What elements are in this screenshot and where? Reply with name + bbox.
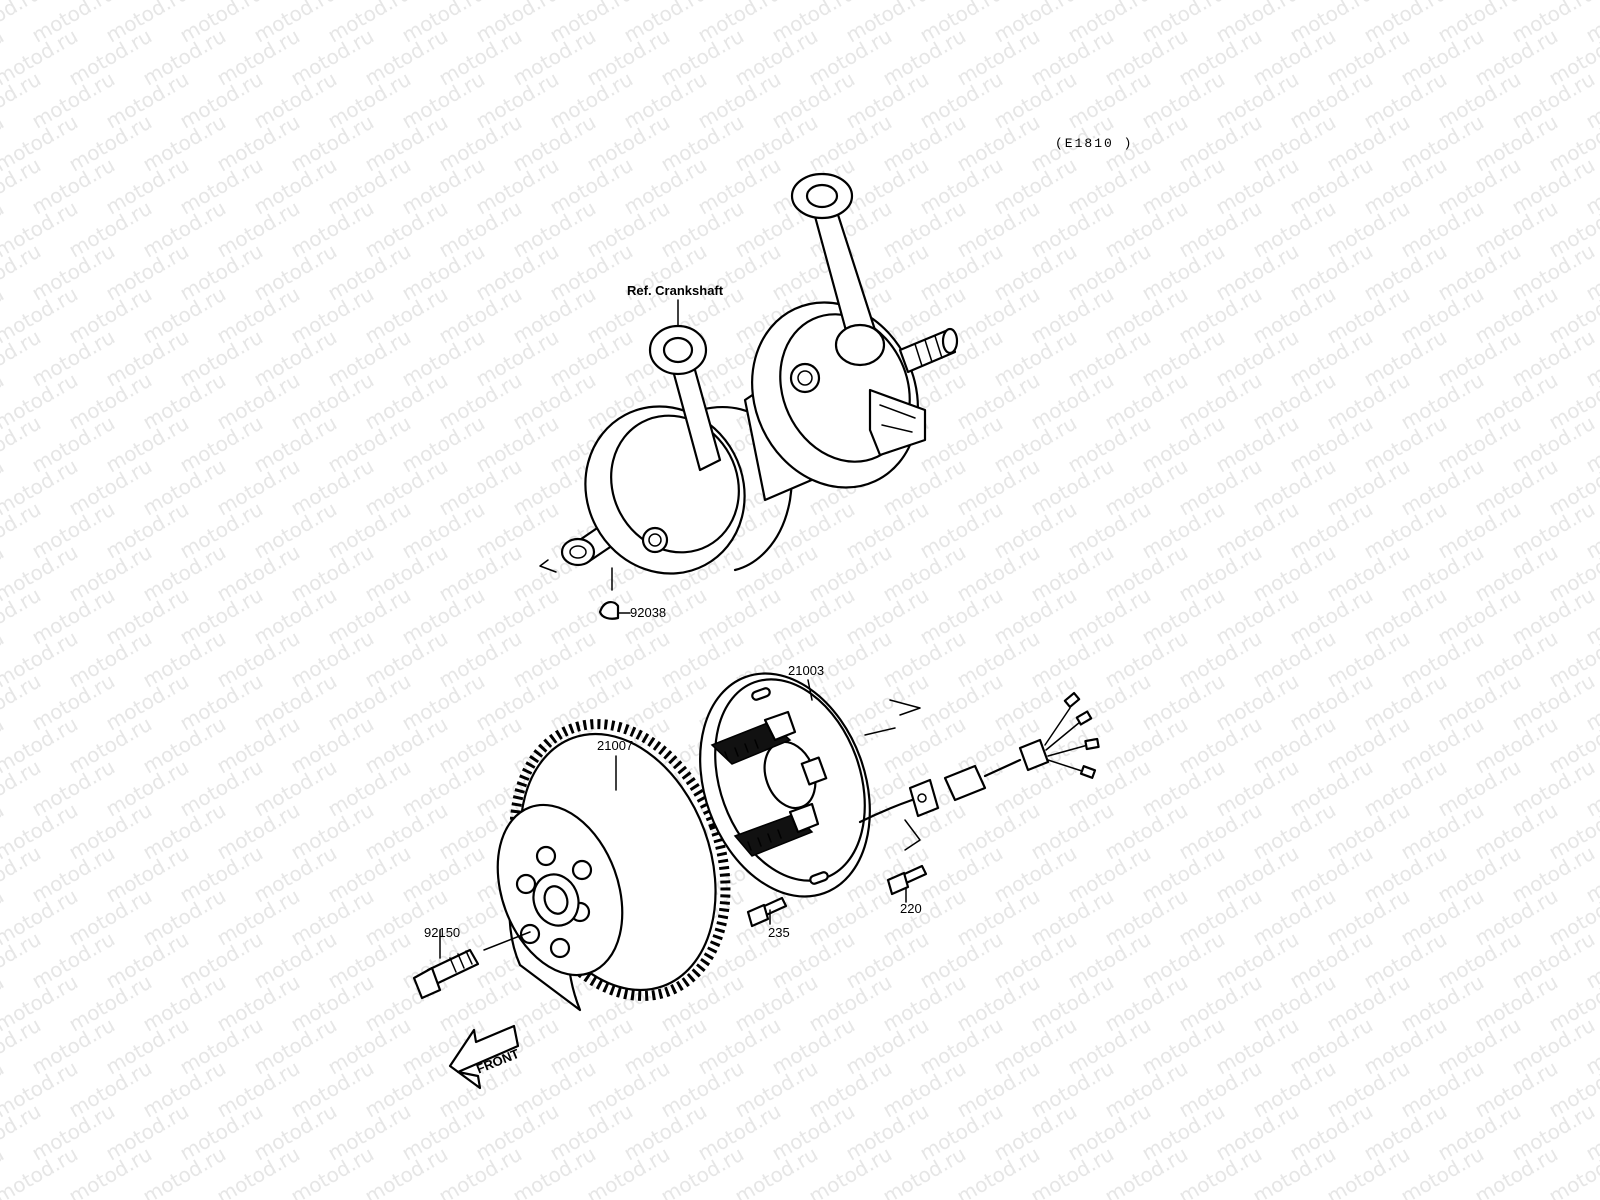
part-label-235: 235: [768, 925, 790, 940]
stator-screw-icon: [746, 896, 788, 928]
rotor-flywheel-illustration: [483, 719, 731, 1012]
part-label-220: 220: [900, 901, 922, 916]
drawing-code: (E1810 ): [1055, 136, 1133, 151]
part-label-21007: 21007: [597, 738, 633, 753]
leader-21003: [807, 679, 813, 701]
rotor-bolt-icon: [412, 929, 480, 1000]
part-label-92038: 92038: [630, 605, 666, 620]
crankshaft-illustration: [539, 172, 959, 591]
woodruff-key-icon: [598, 600, 631, 620]
clamp-screw-icon: [886, 864, 928, 903]
ref-crankshaft-label: Ref. Crankshaft: [627, 283, 724, 298]
part-label-92150: 92150: [424, 925, 460, 940]
part-label-21003: 21003: [788, 663, 824, 678]
stator-plate-illustration: [699, 672, 1100, 898]
